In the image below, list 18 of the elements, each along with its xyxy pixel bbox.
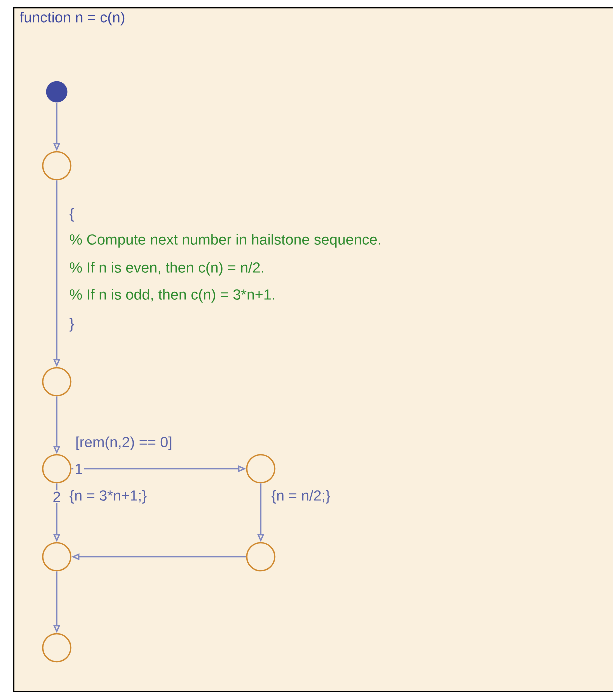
- junction-circle: [42, 633, 72, 663]
- transition-label: {n = n/2;}: [270, 488, 332, 506]
- action-brace: {: [70, 208, 74, 222]
- junction-circle: [246, 542, 276, 572]
- code-comment: % If n is odd, then c(n) = 3*n+1.: [70, 289, 274, 303]
- action-brace: }: [70, 318, 74, 332]
- junction-circle: [42, 454, 72, 484]
- transition-label: {n = 3*n+1;}: [68, 488, 148, 506]
- transition-label: [rem(n,2) == 0]: [74, 435, 174, 452]
- junction-circle: [42, 367, 72, 397]
- junction-circle: [246, 454, 276, 484]
- execution-order-number: 1: [74, 462, 84, 476]
- execution-order-number: 2: [52, 490, 62, 504]
- code-comment: % Compute next number in hailstone sequence.: [70, 234, 380, 248]
- code-comment: % If n is even, then c(n) = n/2.: [70, 262, 264, 276]
- junction-circle: [42, 542, 72, 572]
- default-transition-dot: [46, 81, 68, 103]
- junction-circle: [42, 151, 72, 181]
